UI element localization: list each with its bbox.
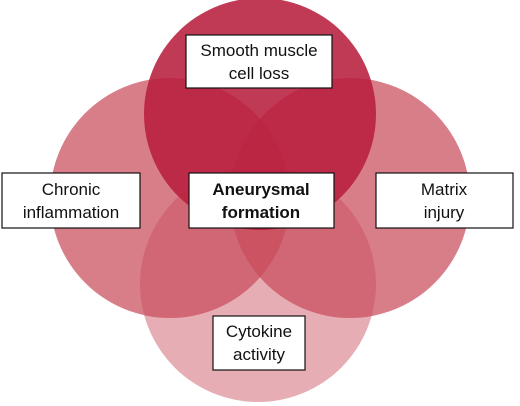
label-box-center: Aneurysmal formation xyxy=(188,172,335,229)
label-left-line1: Chronic xyxy=(42,180,101,199)
label-top-line1: Smooth muscle xyxy=(200,41,317,60)
label-center-line2: formation xyxy=(222,203,300,222)
label-left-line2: inflammation xyxy=(23,203,119,222)
label-box-bottom: Cytokine activity xyxy=(212,315,306,371)
label-center-line1: Aneurysmal xyxy=(212,180,309,199)
label-right-line1: Matrix xyxy=(421,180,468,199)
label-box-top: Smooth muscle cell loss xyxy=(185,34,333,89)
label-top-line2: cell loss xyxy=(229,64,289,83)
label-box-left: Chronic inflammation xyxy=(1,172,141,229)
label-right-line2: injury xyxy=(424,203,465,222)
label-bottom-line2: activity xyxy=(233,345,285,364)
label-bottom-line1: Cytokine xyxy=(226,322,292,341)
label-box-right: Matrix injury xyxy=(375,172,514,229)
